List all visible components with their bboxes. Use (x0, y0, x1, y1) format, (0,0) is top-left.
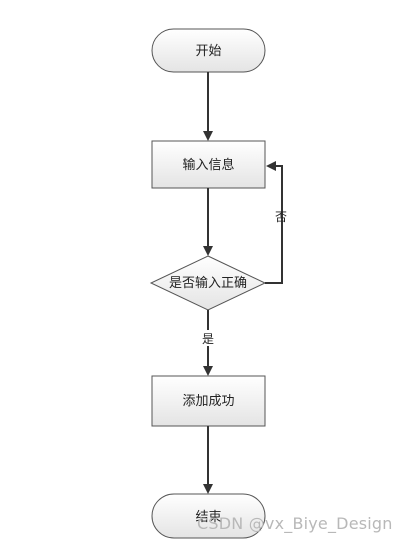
start-label: 开始 (195, 44, 221, 59)
no-label: 否 (275, 210, 287, 224)
decision-label: 是否输入正确 (169, 275, 247, 291)
success-label: 添加成功 (182, 394, 234, 409)
watermark-text: CSDN @vx_Biye_Design (197, 514, 393, 533)
yes-label: 是 (202, 332, 214, 346)
edge-decision-no-loop (265, 161, 283, 284)
success-node: 添加成功 (151, 375, 266, 427)
decision-node: 是否输入正确 (149, 255, 267, 311)
start-node: 开始 (151, 28, 266, 73)
yes-label-bg (198, 330, 218, 346)
input-info-label: 输入信息 (182, 157, 234, 173)
input-info-node: 输入信息 (151, 140, 266, 189)
end-node: 结束 (151, 493, 266, 539)
end-label: 结束 (195, 510, 221, 525)
